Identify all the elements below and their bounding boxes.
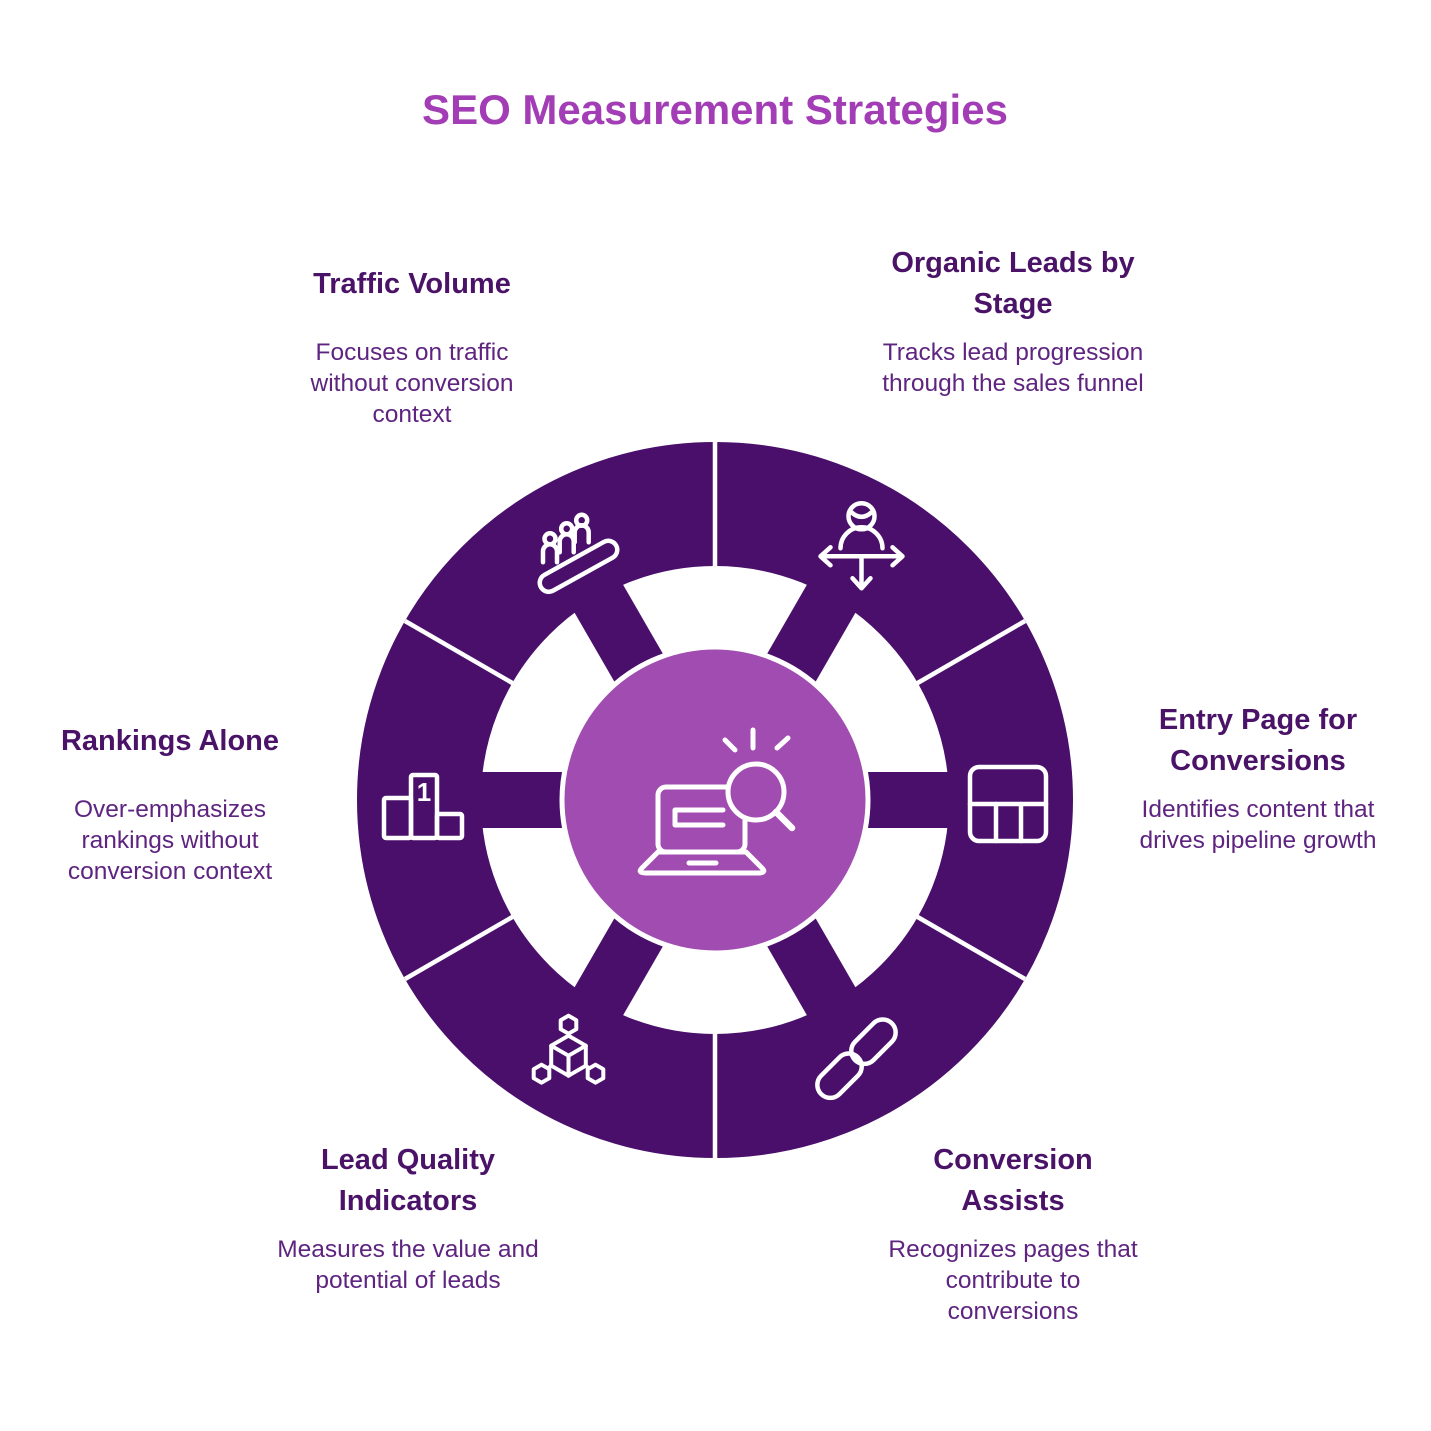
segment-heading: Entry Page for Conversions [1158, 704, 1358, 777]
magnifier-lens [725, 761, 787, 823]
segment-label-lead-quality: Lead Quality Indicators Measures the val… [248, 1140, 568, 1296]
laptop-base [637, 849, 767, 876]
segment-heading-box: Traffic Volume [262, 243, 562, 325]
infographic-title: SEO Measurement Strategies [422, 86, 1008, 133]
segment-label-traffic-volume: Traffic Volume Focuses on traffic withou… [262, 243, 562, 430]
podium-icon: 1 [381, 772, 465, 841]
sparkle-ray [774, 735, 791, 751]
segment-description: Focuses on traffic without conversion co… [310, 339, 514, 428]
segment-heading: Lead Quality Indicators [320, 1144, 496, 1217]
person-hair [849, 510, 874, 520]
segment-description: Measures the value and potential of lead… [277, 1236, 539, 1294]
strategy-wheel: 1 [357, 442, 1073, 1158]
podium-second-column [381, 795, 414, 841]
person-body [540, 542, 560, 565]
person-shoulders [838, 525, 885, 551]
segment-heading: Traffic Volume [313, 267, 511, 300]
laptop-screen-content [672, 807, 726, 828]
segment-dividers [403, 442, 1027, 1158]
segment-description: Over-emphasizes rankings without convers… [67, 796, 273, 885]
podium-rank-label: 1 [417, 777, 431, 807]
segment-heading-box: Organic Leads by Stage [853, 243, 1173, 325]
arrow-head-down [850, 576, 873, 591]
segment-description: Tracks lead progression through the sale… [882, 339, 1144, 397]
segment-divider [403, 619, 516, 686]
segment-heading-box: Lead Quality Indicators [248, 1140, 568, 1222]
center-circle [559, 644, 871, 956]
segment-description: Recognizes pages that contribute to conv… [888, 1236, 1138, 1325]
segment-label-rankings-alone: Rankings Alone Over-emphasizes rankings … [20, 700, 320, 887]
segment-heading: Organic Leads by Stage [891, 247, 1135, 320]
node-connector [546, 1063, 554, 1071]
laptop-search-icon [637, 727, 796, 876]
chain-link-upper [849, 1017, 898, 1067]
chain-link-lower [815, 1051, 864, 1101]
chain-link-icon [815, 1017, 898, 1101]
segment-heading-box: Rankings Alone [20, 700, 320, 782]
segment-divider [914, 619, 1027, 686]
sparkle-ray [722, 737, 738, 753]
segment-heading: Rankings Alone [60, 724, 280, 757]
page-sections-icon [967, 764, 1049, 844]
people-escalator-icon [537, 512, 620, 595]
arrow-head-left [818, 545, 833, 568]
cube-inner-edges [549, 1043, 588, 1078]
segment-description: Identifies content that drives pipeline … [1139, 796, 1377, 854]
node-connector [583, 1063, 591, 1071]
segment-divider [403, 914, 516, 981]
segment-label-organic-leads: Organic Leads by Stage Tracks lead progr… [853, 243, 1173, 399]
person-body [572, 523, 591, 545]
person-direction-icon [818, 501, 905, 591]
arrow-head-right [890, 545, 905, 568]
magnifier-handle [772, 808, 796, 832]
segment-label-conversion-assists: Conversion Assists Recognizes pages that… [853, 1140, 1173, 1327]
segment-heading: Conversion Assists [933, 1144, 1093, 1217]
segment-divider [914, 914, 1027, 981]
cube-network-icon [531, 1013, 606, 1085]
node-hexagon-top [558, 1013, 579, 1036]
segment-heading-box: Conversion Assists [853, 1140, 1173, 1222]
segment-heading-box: Entry Page for Conversions [1093, 700, 1423, 782]
podium-third-column [434, 811, 465, 841]
escalator-rail [537, 538, 620, 595]
segment-label-entry-page: Entry Page for Conversions Identifies co… [1093, 700, 1423, 856]
